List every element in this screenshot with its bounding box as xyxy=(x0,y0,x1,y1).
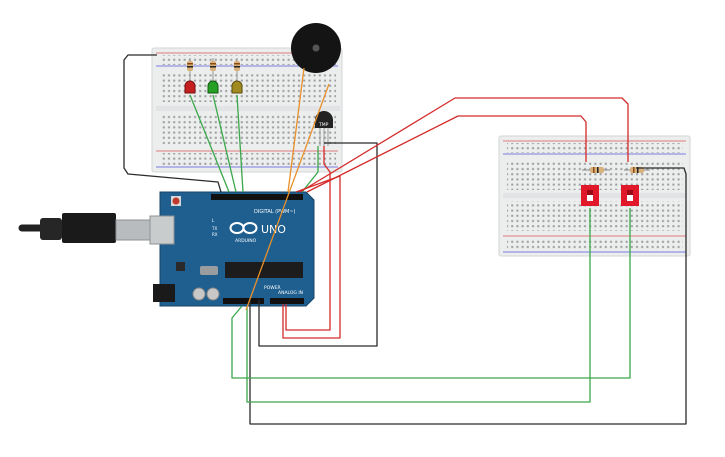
wire-black-2 xyxy=(258,142,378,347)
wire-red-switch-1 xyxy=(306,115,587,193)
breadboard-right-top-rail xyxy=(507,143,683,153)
wires xyxy=(123,54,687,425)
temperature-sensor: TMP xyxy=(315,111,333,146)
wire-black-1 xyxy=(123,54,222,193)
wire-green-sensor xyxy=(301,146,319,193)
piezo-buzzer xyxy=(291,23,341,73)
sensor-body xyxy=(315,111,333,128)
breadboard-left-bottom-rail xyxy=(160,153,336,165)
led-yellow-body xyxy=(231,80,243,94)
reset-button[interactable] xyxy=(172,197,180,205)
tx-label: TX xyxy=(211,226,217,231)
slide-switch-1[interactable] xyxy=(581,185,599,206)
wire-red-switch-2 xyxy=(299,97,629,193)
breadboard-left xyxy=(151,47,343,173)
wire-green-led-red xyxy=(189,94,230,193)
usb-cable xyxy=(18,213,151,243)
sensor-label: TMP xyxy=(318,122,329,128)
wire-green-led-green xyxy=(212,94,237,193)
wire-green-switch-1 xyxy=(246,208,591,403)
breadboard-left-lower-grid xyxy=(160,114,336,144)
capacitor-1 xyxy=(192,287,206,301)
board-brand: ARDUINO xyxy=(235,238,257,244)
board-model: UNO xyxy=(261,223,286,236)
digital-header xyxy=(211,194,303,200)
rx-label: RX xyxy=(212,232,218,237)
wire-orange-2 xyxy=(245,83,330,311)
wire-green-switch-2 xyxy=(231,208,631,379)
wire-red-sensor xyxy=(285,146,331,331)
l-led-label: L xyxy=(212,218,215,223)
capacitor-2 xyxy=(206,287,220,301)
led-red-body xyxy=(184,80,196,94)
usb-jack xyxy=(149,215,175,245)
wire-green-led-yellow xyxy=(236,94,244,193)
breadboard-left-top-rail xyxy=(160,55,336,65)
slide-switch-2[interactable] xyxy=(621,185,639,206)
resistor-2 xyxy=(210,58,216,74)
arduino-logo: UNO ARDUINO xyxy=(229,222,286,244)
voltage-regulator xyxy=(176,262,185,271)
led-green xyxy=(207,72,219,94)
power-jack xyxy=(153,284,175,302)
breadboard-right-bottom-rail xyxy=(507,238,683,250)
power-header xyxy=(223,298,264,304)
digital-label: DIGITAL (PWM~) xyxy=(254,209,296,215)
wire-orange-1 xyxy=(287,67,305,193)
power-label: POWER xyxy=(264,285,281,291)
atmega-chip xyxy=(225,262,303,278)
resistor-3 xyxy=(234,58,240,74)
arduino-uno-board: DIGITAL (PWM~) UNO ARDUINO TX RX L POWER… xyxy=(149,191,315,307)
wire-red-power xyxy=(282,175,341,339)
crystal xyxy=(200,266,218,275)
resistor-1 xyxy=(187,58,193,74)
resistor-4 xyxy=(582,167,610,173)
analog-header xyxy=(270,298,304,304)
wire-black-3 xyxy=(249,167,687,425)
analog-label: ANALOG IN xyxy=(278,290,303,296)
led-green-body xyxy=(207,80,219,94)
